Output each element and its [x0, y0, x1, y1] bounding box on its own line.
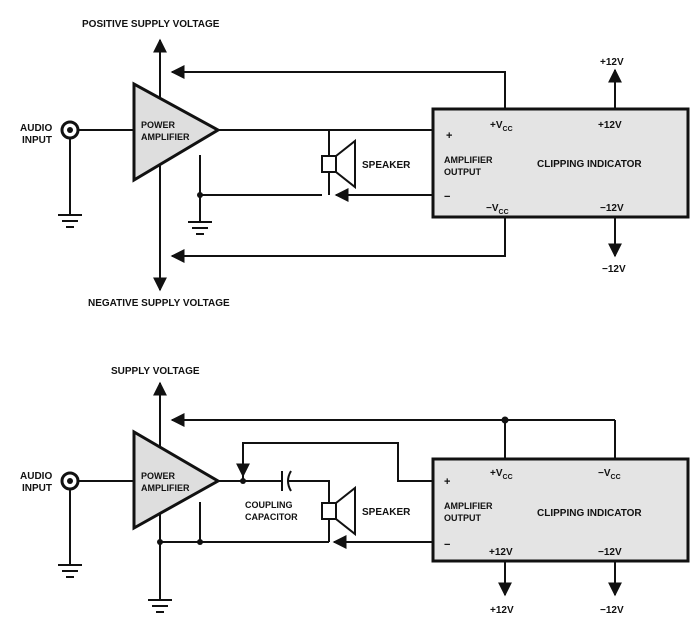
top-amp-ground-icon	[188, 221, 212, 235]
bottom-amp-output-sense-wire	[242, 442, 433, 482]
top-supply-neg-label: −12V	[602, 264, 626, 275]
bottom-circuit: SUPPLY VOLTAGE AUDIO INPUT POWER AMPLIFI…	[20, 366, 690, 616]
bottom-vcc-neg-label: −VCC	[598, 468, 621, 481]
bottom-supply-label: SUPPLY VOLTAGE	[111, 366, 200, 377]
bottom-capacitor-label-2: CAPACITOR	[245, 512, 298, 522]
top-indicator-rail-neg: −12V	[600, 203, 624, 214]
bottom-capacitor-label-1: COUPLING	[245, 500, 293, 510]
bottom-clipping-indicator	[431, 457, 690, 563]
bottom-indicator-title: CLIPPING INDICATOR	[537, 508, 642, 519]
bottom-indicator-rail-pos: +12V	[489, 547, 513, 558]
bottom-amp-label-2: AMPLIFIER	[141, 483, 190, 493]
top-power-amplifier	[132, 81, 222, 183]
top-amp-output-label-1: AMPLIFIER	[444, 155, 493, 165]
top-audio-label-1: AUDIO	[20, 123, 52, 134]
top-speaker-label: SPEAKER	[362, 160, 411, 171]
top-negative-supply-label: NEGATIVE SUPPLY VOLTAGE	[88, 298, 230, 309]
bottom-supply-pos-label: +12V	[490, 605, 514, 616]
top-indicator-title: CLIPPING INDICATOR	[537, 159, 642, 170]
top-circuit: POSITIVE SUPPLY VOLTAGE NEGATIVE SUPPLY …	[20, 19, 690, 309]
bottom-ground-junction-b	[157, 539, 163, 545]
top-indicator-minus: −	[444, 191, 450, 203]
top-speaker-icon	[321, 138, 356, 190]
top-vcc-neg-label: −VCC	[486, 203, 509, 216]
bottom-input-ground-icon	[58, 564, 82, 578]
top-negative-feedback-wire	[170, 217, 506, 263]
top-positive-supply-label: POSITIVE SUPPLY VOLTAGE	[82, 19, 220, 30]
top-amp-label-1: POWER	[141, 120, 176, 130]
bottom-rail-ground-icon	[148, 599, 172, 613]
bottom-indicator-rail-neg: −12V	[598, 547, 622, 558]
top-amp-output-label-2: OUTPUT	[444, 167, 482, 177]
top-amp-label-2: AMPLIFIER	[141, 132, 190, 142]
bottom-power-amplifier	[132, 429, 222, 531]
top-vcc-pos-label: +VCC	[490, 120, 513, 133]
bottom-audio-jack-center	[67, 478, 73, 484]
bottom-amp-output-label-1: AMPLIFIER	[444, 501, 493, 511]
top-audio-label-2: INPUT	[22, 135, 52, 146]
top-indicator-plus: +	[446, 130, 452, 142]
bottom-coupling-capacitor-icon	[281, 470, 292, 492]
top-ground-junction	[197, 192, 203, 198]
bottom-amp-label-1: POWER	[141, 471, 176, 481]
bottom-vcc-pos-label: +VCC	[490, 468, 513, 481]
bottom-speaker-label: SPEAKER	[362, 507, 411, 518]
bottom-audio-label-1: AUDIO	[20, 471, 52, 482]
top-clipping-indicator	[431, 107, 690, 219]
bottom-ground-junction-a	[197, 539, 203, 545]
bottom-supply-neg-label: −12V	[600, 605, 624, 616]
top-supply-pos-label: +12V	[600, 57, 624, 68]
top-audio-jack-center	[67, 127, 73, 133]
bottom-amp-output-label-2: OUTPUT	[444, 513, 482, 523]
bottom-indicator-minus: −	[444, 539, 450, 551]
bottom-capacitor-to-speaker-wire	[289, 480, 330, 503]
bottom-indicator-plus: +	[444, 476, 450, 488]
top-positive-feedback-wire	[170, 65, 506, 109]
bottom-supply-junction	[501, 416, 509, 424]
bottom-audio-label-2: INPUT	[22, 483, 52, 494]
top-indicator-rail-pos: +12V	[598, 120, 622, 131]
top-input-ground-icon	[58, 214, 82, 228]
bottom-speaker-icon	[321, 485, 356, 537]
